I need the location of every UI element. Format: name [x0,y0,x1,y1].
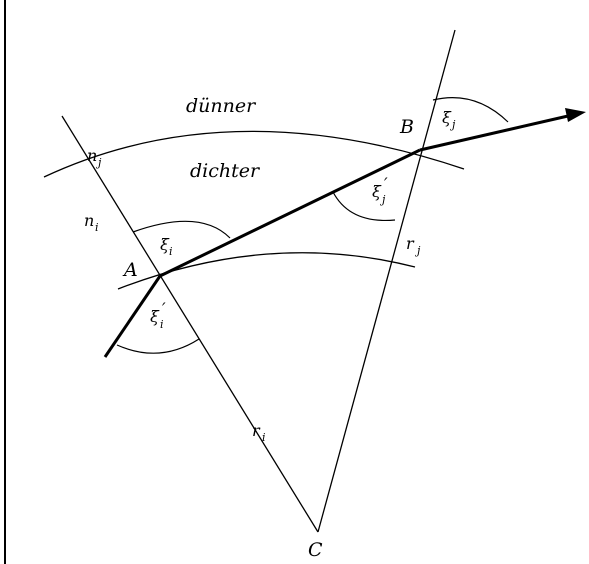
xi-j-prime-mark: ′ [384,174,388,193]
xi-j-prime-subscript: j [379,193,386,206]
angle-arc-xi-i-prime [116,338,200,354]
angle-arc-xi-i [132,220,231,239]
ray-segment-A-to-B [159,148,421,278]
inner-layer-boundary-arc [117,252,416,290]
ray-arrowhead [565,108,586,122]
n-j-subscript: j [95,156,102,169]
xi-j-prime-label: ξ [372,182,382,201]
center-C-label: C [308,539,323,561]
n-j-label: n [87,146,97,165]
left-frame-border [4,0,6,564]
angle-arc-xi-j [432,97,509,123]
xi-j-subscript: j [449,118,456,131]
r-i-subscript: i [262,431,266,444]
radius-line-through-A [61,115,319,533]
r-j-label: r [406,234,415,253]
xi-j-label: ξ [442,108,452,127]
emergent-ray-segment [419,114,569,152]
n-i-label: n [84,211,94,230]
n-i-subscript: i [95,221,99,234]
incident-ray-segment [103,275,162,358]
xi-i-subscript: i [169,245,173,258]
outer-layer-boundary-arc [43,130,465,178]
xi-i-prime-subscript: i [160,318,164,331]
xi-i-prime-mark: ′ [162,299,166,318]
upper-medium-label: dünner [186,95,257,117]
radius-line-through-B [317,29,456,533]
r-j-subscript: j [414,244,421,257]
lower-medium-label: dichter [190,160,261,182]
xi-i-prime-label: ξ [150,307,160,326]
point-A-label: A [122,259,138,281]
angle-arc-xi-j-prime [332,191,396,222]
xi-i-label: ξ [160,235,170,254]
r-i-label: r [252,421,261,440]
point-B-label: B [399,116,414,138]
